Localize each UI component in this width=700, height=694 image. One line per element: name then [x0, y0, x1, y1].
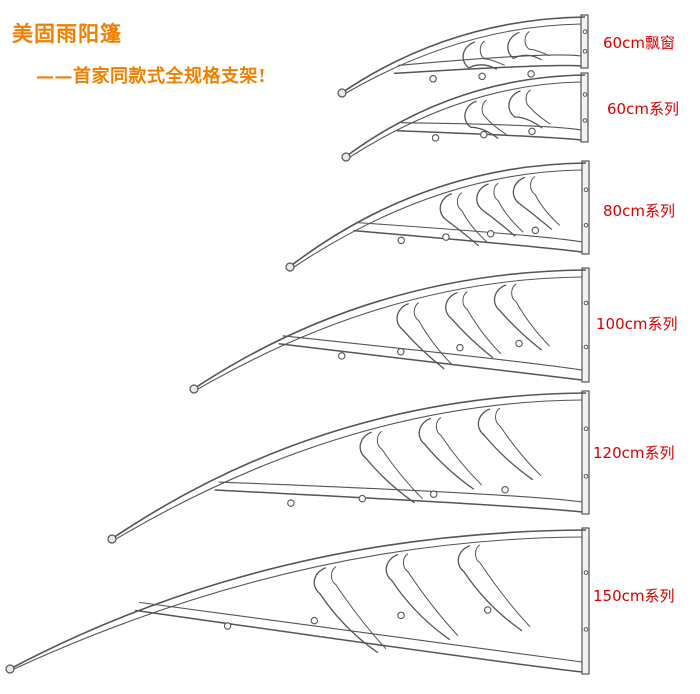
bracket-5	[107, 390, 590, 544]
bracket-6	[5, 527, 590, 675]
bracket-3	[285, 160, 590, 272]
bracket-label-6: 150cm系列	[593, 587, 675, 605]
bracket-label-2: 60cm系列	[607, 100, 679, 118]
bracket-label-1: 60cm飘窗	[603, 34, 675, 52]
bracket-2	[341, 72, 589, 162]
bracket-label-3: 80cm系列	[603, 202, 675, 220]
bracket-label-4: 100cm系列	[596, 315, 678, 333]
bracket-4	[189, 267, 590, 394]
page-subtitle: ——首家同款式全规格支架!	[36, 66, 267, 87]
bracket-1	[337, 14, 589, 98]
page-title: 美固雨阳篷	[12, 21, 122, 46]
bracket-label-5: 120cm系列	[593, 444, 675, 462]
